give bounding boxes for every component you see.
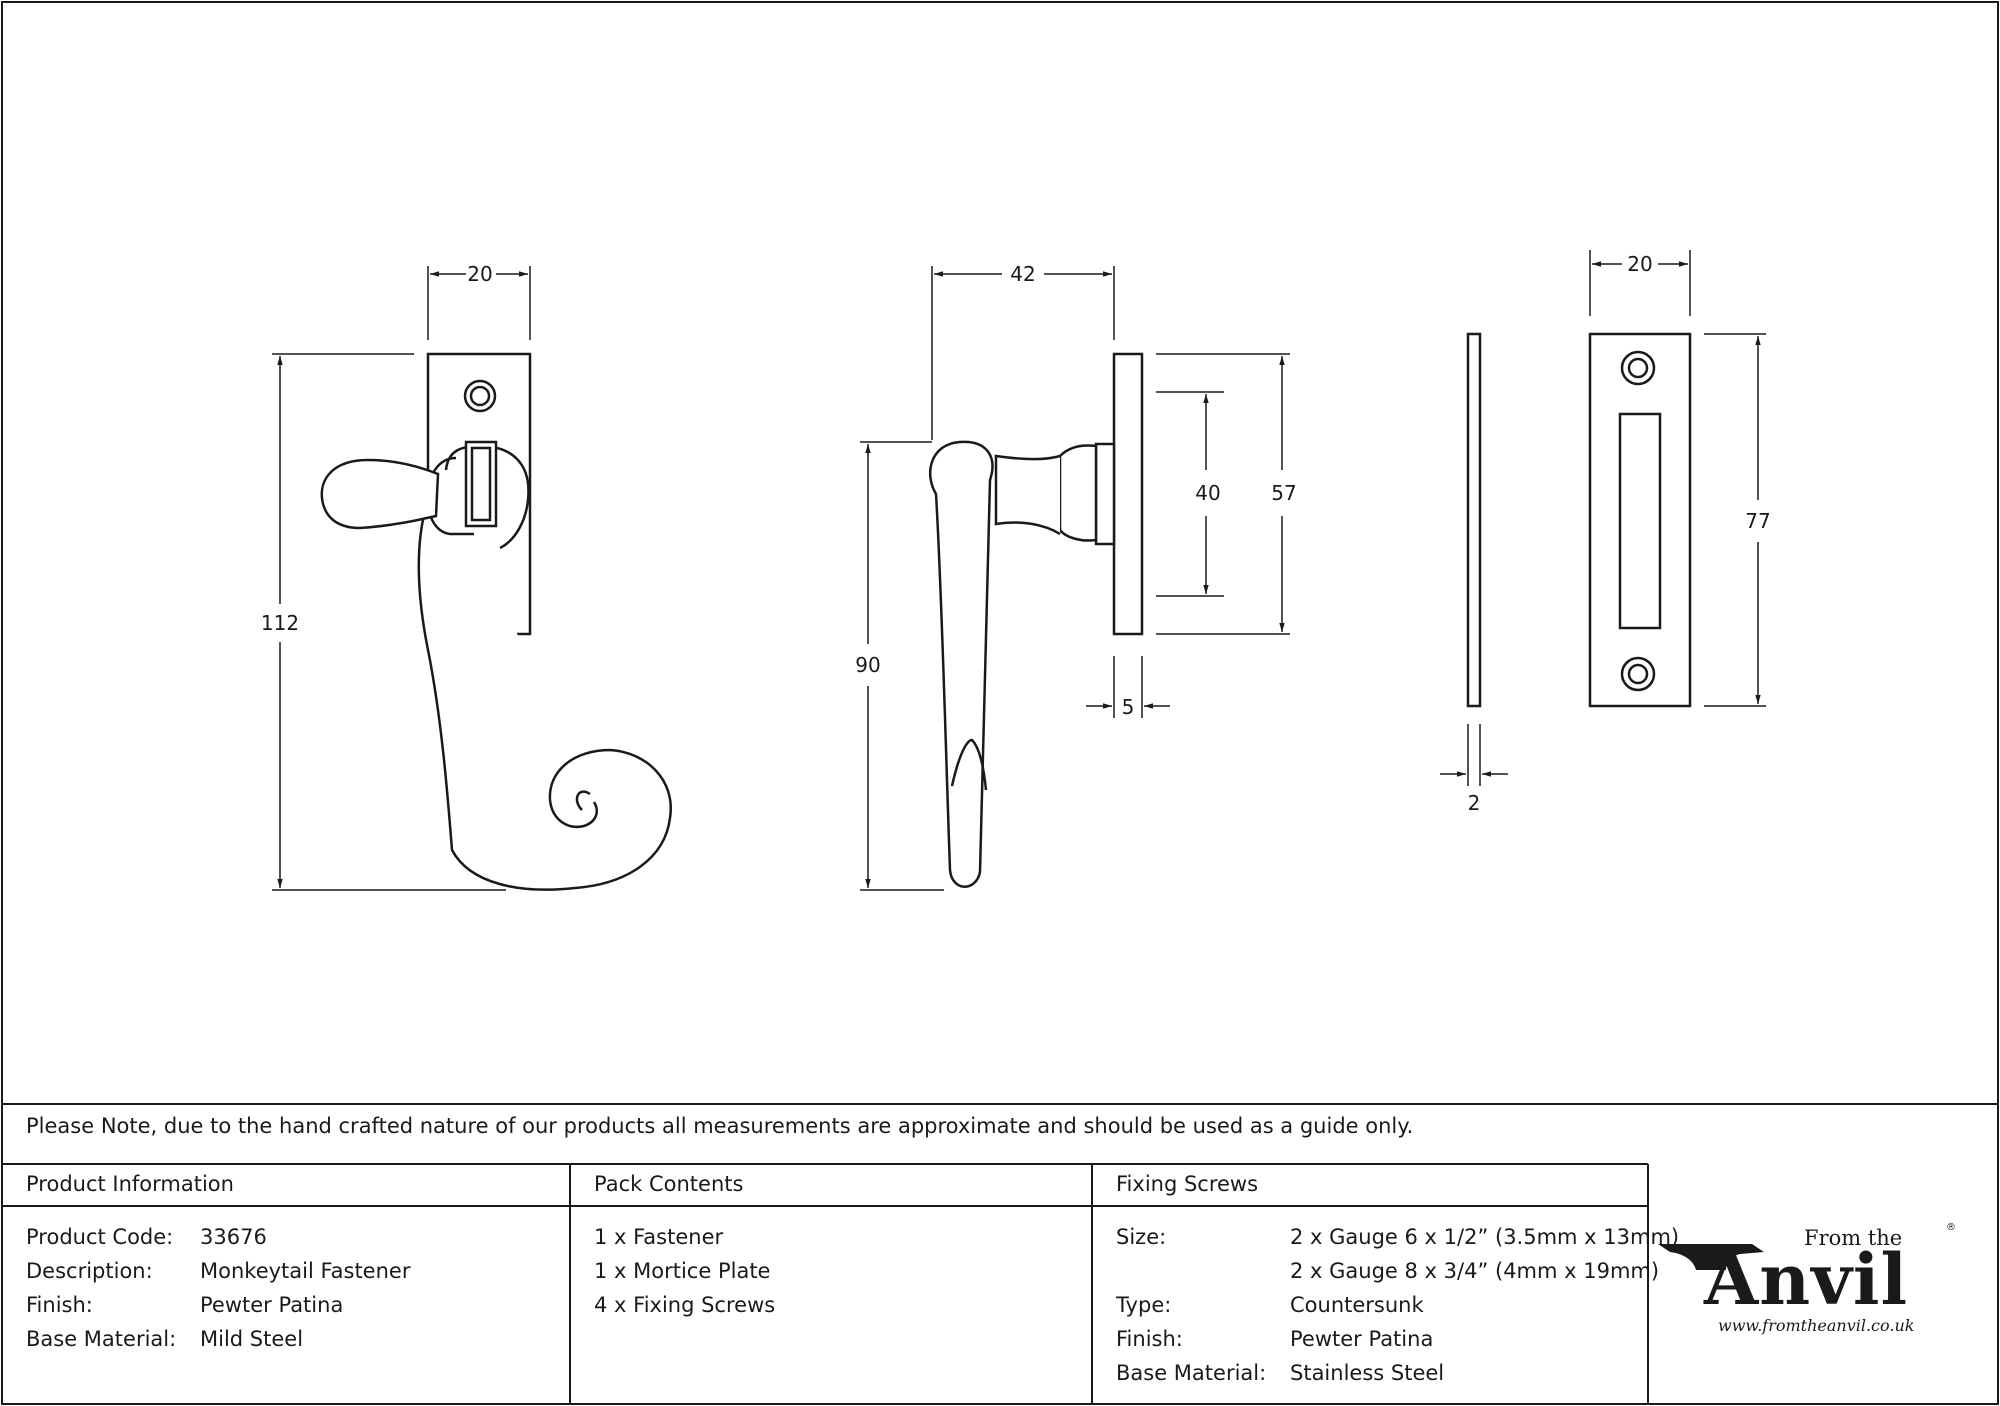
dim-front-height: 112 (261, 611, 299, 635)
front-view (320, 352, 673, 891)
fixing-screws-list: Size: 2 x Gauge 6 x 1/2” (3.5mm x 13mm) 2… (1116, 1220, 1679, 1390)
side-neck (994, 454, 1061, 536)
anvil-icon (1658, 1244, 1764, 1270)
finish-value: Pewter Patina (200, 1293, 344, 1317)
dim-side-projection: 42 (1010, 262, 1035, 286)
side-spindle-boss (1094, 442, 1116, 546)
plate-screw-hole-top-inner (1627, 357, 1649, 379)
dim-side-plate-thickness: 5 (1122, 695, 1135, 719)
plate-screw-hole-bottom-inner (1627, 663, 1649, 685)
side-collar (1058, 444, 1098, 542)
product-information-list: Product Code: 33676 Description: Monkeytai… (26, 1220, 410, 1356)
pack-item: 4 x Fixing Screws (594, 1293, 776, 1317)
screw-finish-label: Finish: (1116, 1327, 1183, 1351)
disclaimer-note: Please Note, due to the hand crafted nat… (26, 1114, 1414, 1138)
pack-item: 1 x Mortice Plate (594, 1259, 771, 1283)
pack-item: 1 x Fastener (594, 1225, 724, 1249)
screw-material-label: Base Material: (1116, 1361, 1267, 1385)
screw-row: Finish: Pewter Patina (1116, 1322, 1679, 1356)
logo-from-the: From the (1804, 1226, 1903, 1250)
front-nose-latch (320, 458, 440, 530)
finish-label: Finish: (26, 1293, 93, 1317)
logo-registered-mark: ® (1946, 1222, 1956, 1233)
product-information-heading: Product Information (26, 1172, 234, 1196)
plate-slot (1618, 412, 1662, 630)
from-the-anvil-logo: From the ® Anvil www.fromtheanvil.co.uk (1650, 1222, 1956, 1352)
dim-plate-thickness: 2 (1468, 791, 1481, 815)
screw-row: Base Material: Stainless Steel (1116, 1356, 1679, 1390)
pack-contents-list: 1 x Fastener 1 x Mortice Plate 4 x Fixin… (594, 1220, 775, 1322)
fixing-screws-heading: Fixing Screws (1116, 1172, 1259, 1196)
side-view (928, 352, 1144, 888)
screw-row: 2 x Gauge 8 x 3/4” (4mm x 19mm) (1116, 1254, 1679, 1288)
plate-face-view (1588, 332, 1692, 708)
dim-side-handle-length: 90 (855, 653, 880, 677)
pack-contents-heading: Pack Contents (594, 1172, 744, 1196)
front-slot-inner (470, 446, 492, 522)
dim-plate-height: 77 (1745, 509, 1770, 533)
screw-size-label: Size: (1116, 1225, 1167, 1249)
description-label: Description: (26, 1259, 153, 1283)
info-table-grid (2, 1103, 1998, 1404)
logo-url: www.fromtheanvil.co.uk (1718, 1316, 1915, 1335)
front-hub-outline (444, 444, 530, 550)
screw-finish-value: Pewter Patina (1290, 1327, 1434, 1351)
logo-brand: Anvil (1704, 1238, 1909, 1321)
base-material-label: Base Material: (26, 1327, 177, 1351)
info-panel: Please Note, due to the hand crafted nat… (2, 1104, 1998, 1404)
side-backplate (1112, 352, 1144, 636)
screw-material-value: Stainless Steel (1290, 1361, 1445, 1385)
product-code-value: 33676 (200, 1225, 267, 1249)
screw-size-value: 2 x Gauge 6 x 1/2” (3.5mm x 13mm) (1290, 1225, 1680, 1249)
dim-side-inner-height: 40 (1195, 481, 1220, 505)
side-handle (928, 440, 994, 888)
side-handle-facet (950, 738, 988, 791)
dimension-lines (272, 250, 1766, 891)
product-info-row: Product Code: 33676 (26, 1220, 410, 1254)
dim-plate-width: 20 (1627, 252, 1652, 276)
screw-type-value: Countersunk (1290, 1293, 1424, 1317)
plate-edge-view (1466, 332, 1482, 708)
front-screw-hole-inner (469, 385, 491, 407)
screw-type-label: Type: (1116, 1293, 1172, 1317)
dim-front-width: 20 (467, 262, 492, 286)
product-info-row: Finish: Pewter Patina (26, 1288, 410, 1322)
product-info-row: Description: Monkeytail Fastener (26, 1254, 410, 1288)
description-value: Monkeytail Fastener (200, 1259, 411, 1283)
front-monkeytail-handle (417, 476, 673, 891)
product-info-row: Base Material: Mild Steel (26, 1322, 410, 1356)
dim-side-plate-height: 57 (1271, 481, 1296, 505)
screw-row: Size: 2 x Gauge 6 x 1/2” (3.5mm x 13mm) (1116, 1220, 1679, 1254)
product-code-label: Product Code: (26, 1225, 174, 1249)
screw-size-value-2: 2 x Gauge 8 x 3/4” (4mm x 19mm) (1290, 1259, 1660, 1283)
front-scroll-tip (575, 790, 591, 811)
screw-row: Type: Countersunk (1116, 1288, 1679, 1322)
base-material-value: Mild Steel (200, 1327, 304, 1351)
